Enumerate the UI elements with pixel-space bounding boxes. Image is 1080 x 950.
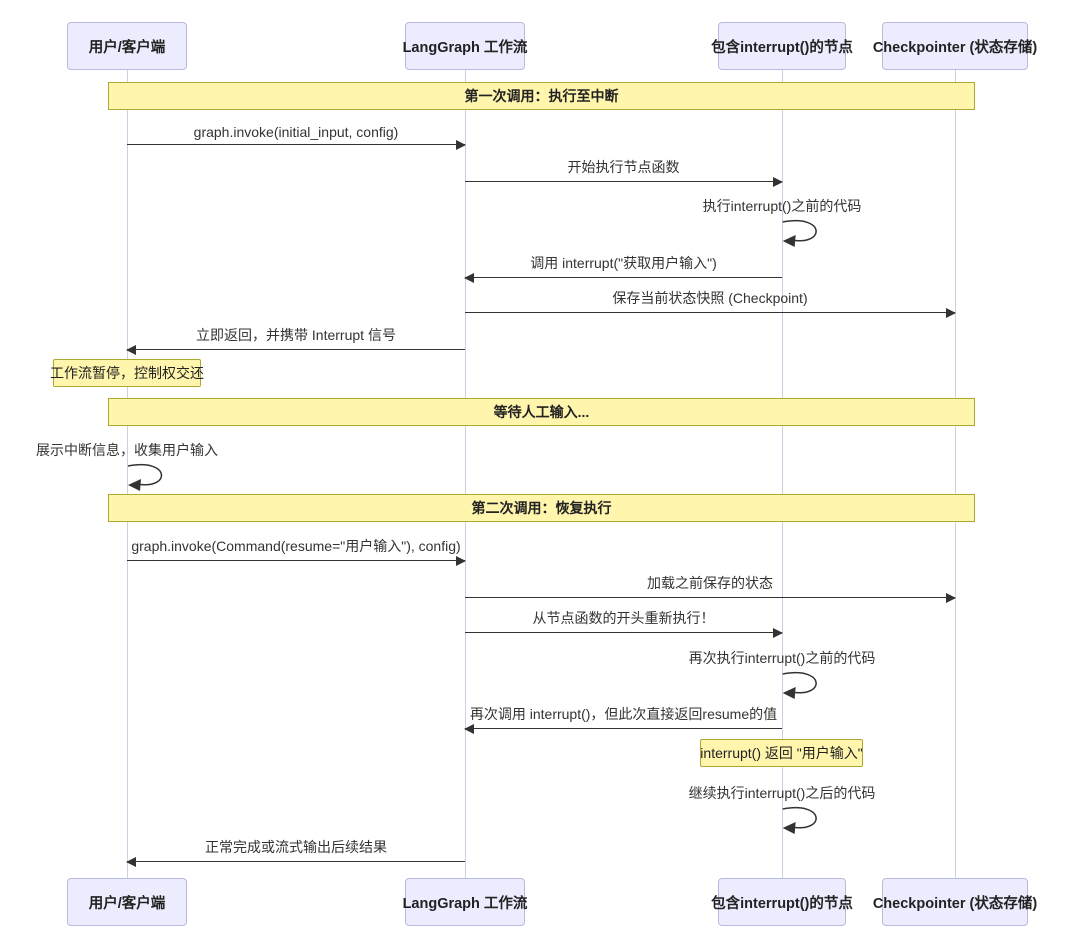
message-label: 再次调用 interrupt()，但此次直接返回resume的值	[469, 706, 778, 722]
participant-node-top: 包含interrupt()的节点	[711, 22, 853, 70]
arrow-left-icon	[464, 724, 782, 732]
arrow-right-icon	[465, 177, 783, 185]
message-label: 继续执行interrupt()之后的代码	[688, 785, 876, 801]
message-label: 正常完成或流式输出后续结果	[205, 839, 387, 855]
section-divider-waiting-input: 等待人工输入...	[108, 398, 975, 426]
arrow-right-icon	[127, 556, 466, 564]
message-call-interrupt: 调用 interrupt("获取用户输入")	[464, 254, 782, 281]
message-label: 再次执行interrupt()之前的代码	[688, 650, 876, 666]
message-final-result: 正常完成或流式输出后续结果	[126, 838, 465, 865]
message-label: 从节点函数的开头重新执行！	[532, 610, 715, 626]
message-save-checkpoint: 保存当前状态快照 (Checkpoint)	[465, 289, 956, 316]
selfloop-run-after-interrupt: 继续执行interrupt()之后的代码	[688, 783, 876, 835]
message-start-node: 开始执行节点函数	[465, 158, 783, 185]
section-divider-first-call: 第一次调用：执行至中断	[108, 82, 975, 110]
message-return-interrupt-signal: 立即返回，并携带 Interrupt 信号	[126, 326, 465, 353]
arrow-right-icon	[465, 628, 783, 636]
message-label: graph.invoke(initial_input, config)	[193, 124, 399, 140]
message-label: 调用 interrupt("获取用户输入")	[530, 255, 717, 271]
self-loop-arrow-icon	[782, 672, 818, 699]
message-invoke-initial: graph.invoke(initial_input, config)	[127, 121, 466, 148]
message-label: graph.invoke(Command(resume="用户输入"), con…	[131, 538, 461, 554]
participant-langgraph-bottom: LangGraph 工作流	[403, 878, 527, 926]
lifeline-user	[127, 70, 128, 878]
selfloop-rerun-before-interrupt: 再次执行interrupt()之前的代码	[688, 648, 876, 700]
message-label: 加载之前保存的状态	[647, 575, 773, 591]
message-label: 开始执行节点函数	[567, 159, 680, 175]
note-interrupt-return-value: interrupt() 返回 "用户输入"	[700, 739, 863, 767]
arrow-right-icon	[465, 593, 956, 601]
participant-checkpointer-bottom: Checkpointer (状态存储)	[873, 878, 1037, 926]
arrow-right-icon	[127, 140, 466, 148]
message-label: 立即返回，并携带 Interrupt 信号	[196, 327, 396, 343]
message-reexecute-node: 从节点函数的开头重新执行！	[465, 609, 783, 636]
self-loop-arrow-icon	[127, 464, 163, 491]
lifeline-checkpointer	[955, 70, 956, 878]
arrow-right-icon	[465, 308, 956, 316]
self-loop-arrow-icon	[782, 807, 818, 834]
lifeline-interrupt-node	[782, 70, 783, 878]
message-label: 执行interrupt()之前的代码	[702, 198, 862, 214]
selfloop-collect-user-input: 展示中断信息，收集用户输入	[36, 440, 218, 492]
participant-langgraph-top: LangGraph 工作流	[403, 22, 527, 70]
message-load-state: 加载之前保存的状态	[465, 574, 956, 601]
participant-checkpointer-top: Checkpointer (状态存储)	[873, 22, 1037, 70]
selfloop-run-before-interrupt: 执行interrupt()之前的代码	[702, 196, 862, 248]
participant-user-top: 用户/客户端	[67, 22, 187, 70]
message-label: 展示中断信息，收集用户输入	[36, 442, 218, 458]
lifeline-langgraph	[465, 70, 466, 878]
arrow-left-icon	[464, 273, 782, 281]
self-loop-arrow-icon	[782, 220, 818, 247]
participant-node-bottom: 包含interrupt()的节点	[711, 878, 853, 926]
message-interrupt-returns-resume: 再次调用 interrupt()，但此次直接返回resume的值	[464, 705, 782, 732]
message-label: 保存当前状态快照 (Checkpoint)	[612, 290, 808, 306]
arrow-left-icon	[126, 345, 465, 353]
arrow-left-icon	[126, 857, 465, 865]
participant-user-bottom: 用户/客户端	[67, 878, 187, 926]
section-divider-second-call: 第二次调用：恢复执行	[108, 494, 975, 522]
message-invoke-resume: graph.invoke(Command(resume="用户输入"), con…	[127, 537, 466, 564]
note-workflow-paused: 工作流暂停，控制权交还	[50, 359, 204, 387]
